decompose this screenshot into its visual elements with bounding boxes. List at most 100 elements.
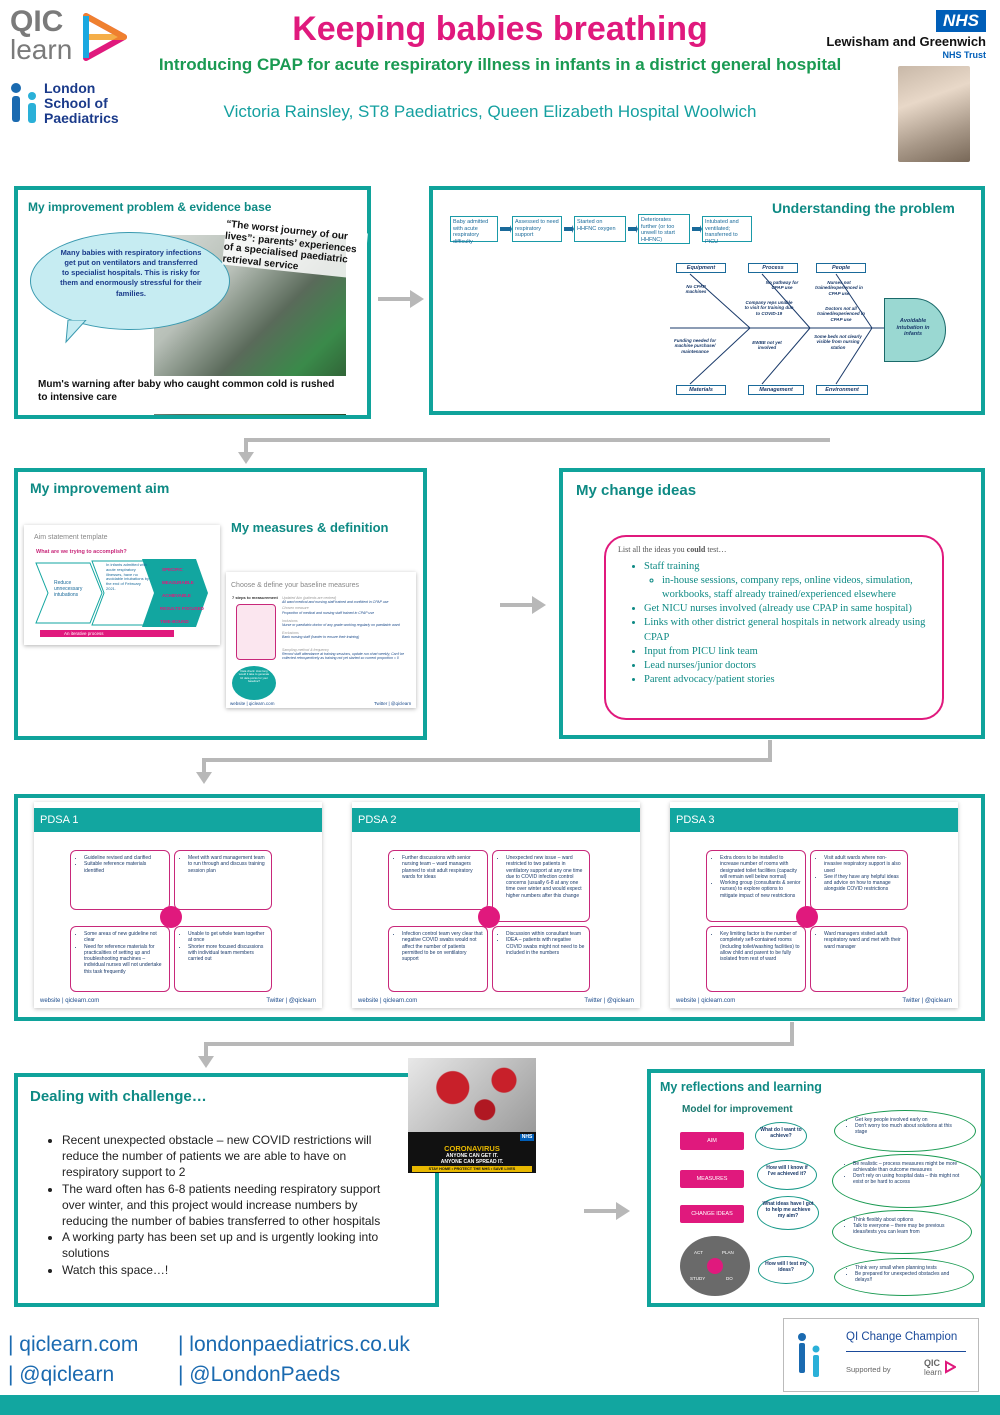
change-panel [559, 468, 985, 739]
pdsa-1-slide: PDSA 1 Guideline revised and clarifiedSu… [34, 802, 322, 1008]
challenge-list: Recent unexpected obstacle – new COVID r… [44, 1132, 394, 1278]
lsp-line-1: London [44, 80, 96, 96]
change-idea-text: Staff training [644, 560, 700, 572]
pill-measures: MEASURES [680, 1170, 744, 1188]
pdsa-3-footer-right: Twitter | @qiclearn [902, 998, 952, 1004]
measures-line-9: Sampling method & frequency [282, 647, 329, 652]
aim-arrow-2: In infants admitted with acute respirato… [106, 562, 149, 591]
baby-photo [898, 66, 970, 162]
cause-doctors: Doctors not all trained/experienced in C… [817, 306, 865, 322]
fishbone-cat-people: People [816, 263, 866, 273]
arrow-down-2 [196, 740, 772, 784]
play-icon [83, 13, 127, 61]
iterative-label: An iterative process [64, 631, 104, 636]
supported-qic-logo: QIC learn [924, 1359, 958, 1379]
pdsa-2-study: Infection control team very clear that n… [388, 926, 488, 992]
change-idea: Get NICU nurses involved (already use CP… [644, 602, 930, 616]
fishbone-cat-equipment: Equipment [676, 263, 726, 273]
fishbone-cat-environment: Environment [816, 385, 868, 395]
measures-lines: Updated Aim (patients are centred) All w… [282, 596, 412, 660]
fishbone-cat-process: Process [748, 263, 798, 273]
smart-achievable: ACHIEVABLE [162, 593, 191, 598]
pdsa-1-act: Unable to get whole team together at onc… [174, 926, 272, 992]
pdsa-2-do: Unexpected new issue – ward restricted t… [492, 850, 590, 922]
cause-funding: Funding needed for machine purchase/ mai… [674, 338, 716, 354]
poster-strip: STAY HOME • PROTECT THE NHS • SAVE LIVES [412, 1166, 532, 1172]
question-change: What ideas have I got to help me achieve… [757, 1196, 819, 1230]
arrow-down-3 [198, 1022, 794, 1068]
flow-step-2: Assessed to need respiratory support [512, 216, 562, 242]
question-test: How will I test my ideas? [758, 1256, 814, 1284]
flow-step-3: Started on HHFNC oxygen [574, 216, 626, 242]
smart-results: RESULTS FOCUSED [160, 606, 204, 611]
footer-link-qiclearn[interactable]: | qiclearn.com [8, 1333, 139, 1356]
fishbone-effect [884, 298, 946, 362]
poster-line-3: ANYONE CAN SPREAD IT. [440, 1159, 504, 1165]
flow-arrows [500, 225, 702, 233]
headline-strip [30, 376, 346, 414]
fishbone-cat-management: Management [748, 385, 804, 395]
pdsa-3-do: Visit adult wards where non-invasive res… [810, 850, 908, 910]
fishbone-lines [670, 273, 884, 385]
pdsa-3-footer-left: website | qiclearn.com [676, 998, 736, 1004]
qi-champion-badge: QI Change Champion Supported by QIC lear… [783, 1318, 979, 1392]
measures-line-4: Proportion of medical and nursing staff … [282, 610, 375, 615]
understanding-title: Understanding the problem [772, 200, 955, 216]
footer-link-londonpaediatrics[interactable]: | londonpaediatrics.co.uk [178, 1333, 410, 1356]
pill-aim: AIM [680, 1132, 744, 1150]
challenge-item: The ward often has 6-8 patients needing … [62, 1181, 394, 1230]
pdsa-1-do: Meet with ward management team to run th… [174, 850, 272, 910]
change-idea: Links with other district general hospit… [644, 616, 930, 644]
speech-bubble-tail [65, 320, 87, 344]
data-check-bubble [232, 666, 276, 700]
measures-footer-right: Twitter | @qiclearn [374, 701, 412, 706]
pill-change-ideas: CHANGE IDEAS [680, 1205, 744, 1223]
smart-measurable: MEASURABLE [162, 580, 194, 585]
pdsa-3-plan: Extra doors to be installed to increase … [706, 850, 806, 922]
data-check-text: Data check: How long would it take to ge… [238, 669, 270, 684]
aim-template-question: What are we trying to accomplish? [36, 549, 127, 555]
measures-footer-left: website | qiclearn.com [230, 701, 275, 706]
question-aim: What do I want to achieve? [755, 1122, 807, 1150]
challenge-item: Recent unexpected obstacle – new COVID r… [62, 1132, 394, 1181]
reflection-cloud-4: Think very small when planning testsBe p… [834, 1258, 974, 1296]
cause-beds: Some beds not clearly visible from nursi… [814, 334, 862, 350]
change-idea: Parent advocacy/patient stories [644, 673, 930, 687]
nhs-logo: NHS [936, 10, 986, 32]
footer-link-londonpaeds-twitter[interactable]: | @LondonPaeds [178, 1363, 341, 1386]
measures-line-1: Updated Aim (patients are centred) [282, 596, 337, 600]
change-subidea: in-house sessions, company reps, online … [662, 574, 930, 602]
measures-line-10: Record staff attendance at training sess… [282, 651, 405, 660]
pdsa-2-slide: PDSA 2 Further discussions with senior n… [352, 802, 640, 1008]
challenge-panel [14, 1073, 439, 1307]
measures-slide-title: Choose & define your baseline measures [231, 582, 360, 589]
cycle-act: ACT [694, 1250, 703, 1255]
flow-step-5: Intubated and ventilated; transferred to… [702, 216, 752, 245]
problem-title: My improvement problem & evidence base [28, 200, 272, 214]
arrow-right-1 [378, 290, 424, 308]
change-ideas-box: List all the ideas you could test… Staff… [604, 535, 944, 720]
challenge-item: A working party has been set up and is u… [62, 1229, 394, 1261]
smart-specific: SPECIFIC [162, 567, 183, 572]
lsp-badge-icon [798, 1333, 820, 1377]
footer-link-qiclearn-twitter[interactable]: | @qiclearn [8, 1363, 115, 1386]
reflections-title: My reflections and learning [660, 1080, 822, 1094]
change-idea: Staff training in-house sessions, compan… [644, 560, 930, 603]
reflection-cloud-3: Think flexibly about optionsTalk to ever… [832, 1210, 972, 1254]
aim-title: My improvement aim [30, 480, 170, 496]
challenge-item: Watch this space…! [62, 1262, 394, 1278]
pdsa-2-title: PDSA 2 [352, 808, 640, 832]
virus-image [408, 1058, 536, 1132]
pdsa-2-footer-right: Twitter | @qiclearn [584, 998, 634, 1004]
poster-author: Victoria Rainsley, ST8 Paediatrics, Quee… [223, 102, 757, 121]
news-headline: Mum's warning after baby who caught comm… [38, 379, 335, 403]
bubble-text: Many babies with respiratory infections … [60, 248, 202, 298]
cycle-plan: PLAN [722, 1250, 734, 1255]
aim-arrow-1: Reduce unnecessary intubations [54, 580, 83, 598]
lsp-figures-icon [11, 83, 36, 123]
pdsa-1-footer-right: Twitter | @qiclearn [266, 998, 316, 1004]
cause-no-cpap: No CPAP machines [685, 284, 707, 295]
learn-logo-text: learn [10, 34, 73, 65]
pdsa-1-title: PDSA 1 [34, 808, 322, 832]
pdsa-1-plan: Guideline revised and clarifiedSuitable … [70, 850, 170, 910]
